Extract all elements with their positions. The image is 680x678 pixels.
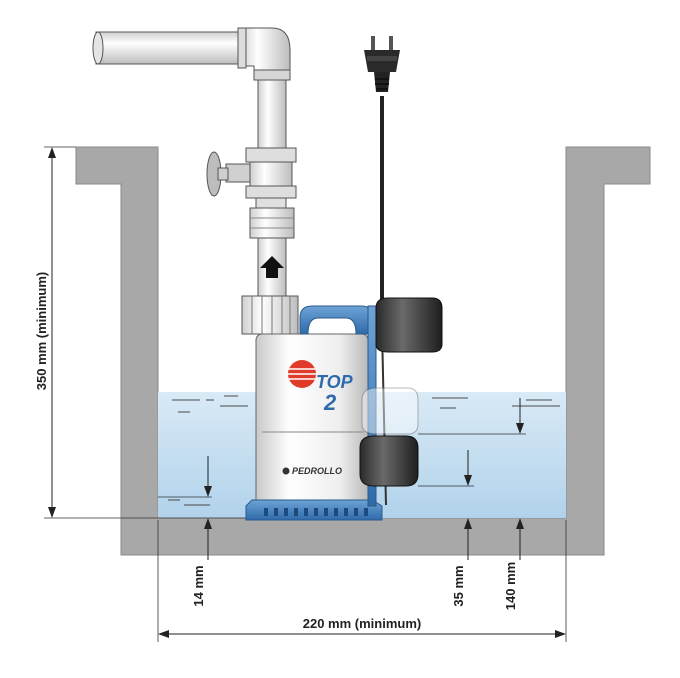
dimension-min-level: 14 mm xyxy=(158,456,212,607)
dimension-float-high-label: 140 mm xyxy=(503,562,518,610)
dimension-min-level-label: 14 mm xyxy=(191,565,206,606)
model-top-label: TOP xyxy=(316,372,354,392)
discharge-pipe xyxy=(92,27,299,335)
power-plug-icon xyxy=(364,36,400,92)
model-number-label: 2 xyxy=(323,390,337,415)
dimension-float-low: 35 mm xyxy=(418,450,474,607)
submersible-pump: TOP 2 PEDROLLO xyxy=(245,305,383,521)
dimension-width-label: 220 mm (minimum) xyxy=(303,616,421,631)
dimension-height-label: 350 mm (minimum) xyxy=(34,272,49,390)
dimension-float-low-label: 35 mm xyxy=(451,565,466,606)
dimension-height: 350 mm (minimum) xyxy=(34,146,246,519)
dimension-float-high: 140 mm xyxy=(418,398,526,610)
pedrollo-logo-disc xyxy=(288,360,316,388)
float-low-position xyxy=(359,435,419,487)
dimension-width: 220 mm (minimum) xyxy=(157,520,567,642)
brand-label: PEDROLLO xyxy=(292,466,342,476)
float-high-position xyxy=(375,297,443,353)
float-ghost-position xyxy=(361,387,419,435)
